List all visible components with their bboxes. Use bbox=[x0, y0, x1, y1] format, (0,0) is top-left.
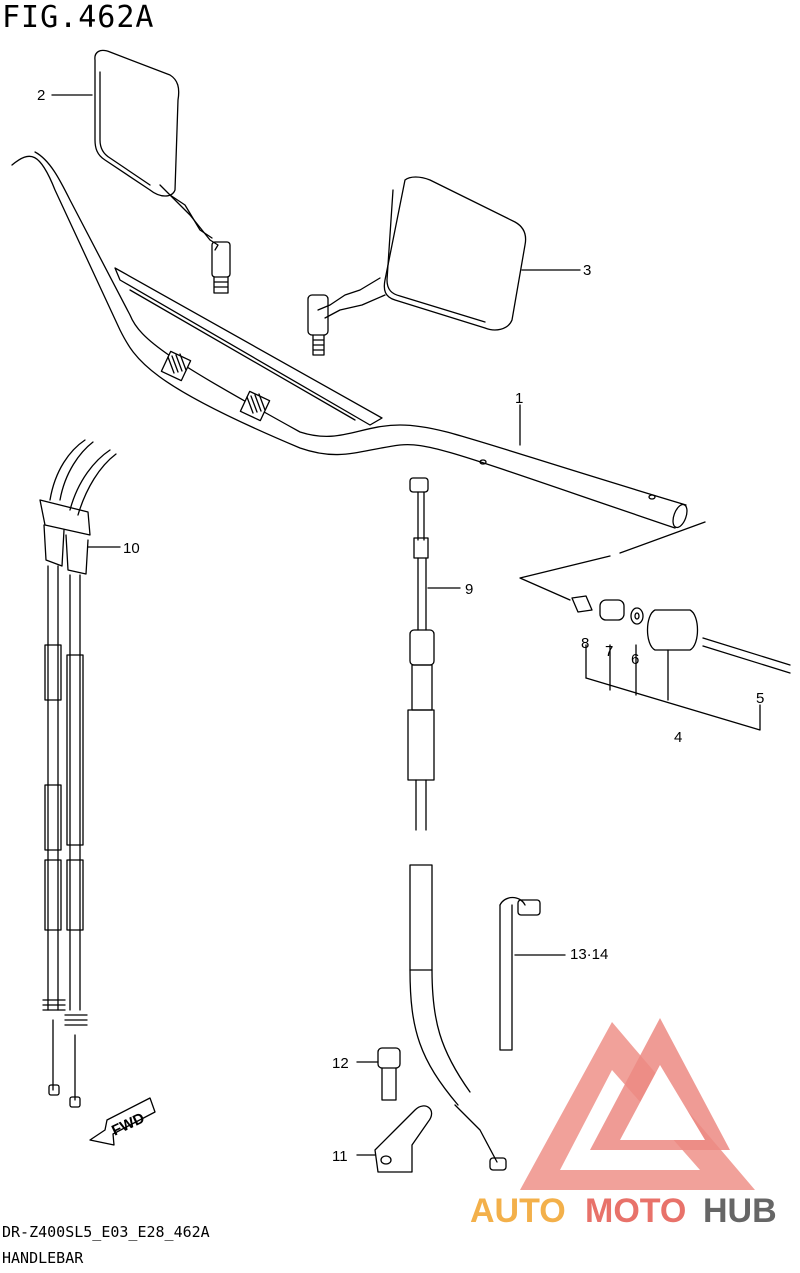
part-10-throttle-cables bbox=[39, 439, 121, 1108]
callout-5: 5 bbox=[756, 690, 764, 707]
part-2-left-mirror bbox=[51, 49, 231, 294]
watermark-text-hub: HUB bbox=[703, 1192, 777, 1230]
part-11-bracket bbox=[356, 1105, 433, 1173]
callout-13-14: 13·14 bbox=[570, 946, 608, 963]
callout-1: 1 bbox=[515, 390, 523, 407]
part-3-right-mirror bbox=[307, 176, 581, 356]
callout-3: 3 bbox=[583, 262, 591, 279]
part-1-handlebar bbox=[11, 151, 706, 601]
part-9-clutch-cable bbox=[407, 477, 507, 1171]
part-12-bolt bbox=[356, 1047, 401, 1101]
callout-11: 11 bbox=[332, 1148, 348, 1165]
model-code: DR-Z400SL5_E03_E28_462A bbox=[2, 1223, 210, 1241]
callout-2: 2 bbox=[37, 87, 45, 104]
callout-labels: 1 2 3 4 5 6 7 8 9 10 11 12 13·14 FWD bbox=[37, 87, 764, 1165]
section-name: HANDLEBAR bbox=[2, 1249, 84, 1267]
callout-8: 8 bbox=[581, 635, 589, 652]
part-4-bar-end-assembly bbox=[571, 595, 791, 731]
callout-10: 10 bbox=[123, 540, 140, 557]
watermark-wordmark: AUTO MOTO HUB bbox=[470, 1192, 777, 1230]
callout-12: 12 bbox=[332, 1055, 349, 1072]
watermark-logo bbox=[520, 1018, 755, 1190]
figure-title: FIG.462A bbox=[2, 0, 155, 35]
fwd-arrow-icon bbox=[89, 1097, 156, 1146]
callout-9: 9 bbox=[465, 581, 473, 598]
callout-4: 4 bbox=[674, 729, 682, 746]
watermark-text-moto: MOTO bbox=[585, 1192, 686, 1230]
watermark-text-auto: AUTO bbox=[470, 1192, 566, 1230]
callout-6: 6 bbox=[631, 651, 639, 668]
part-13-14-cable-tie bbox=[499, 896, 566, 1051]
callout-7: 7 bbox=[605, 643, 613, 660]
